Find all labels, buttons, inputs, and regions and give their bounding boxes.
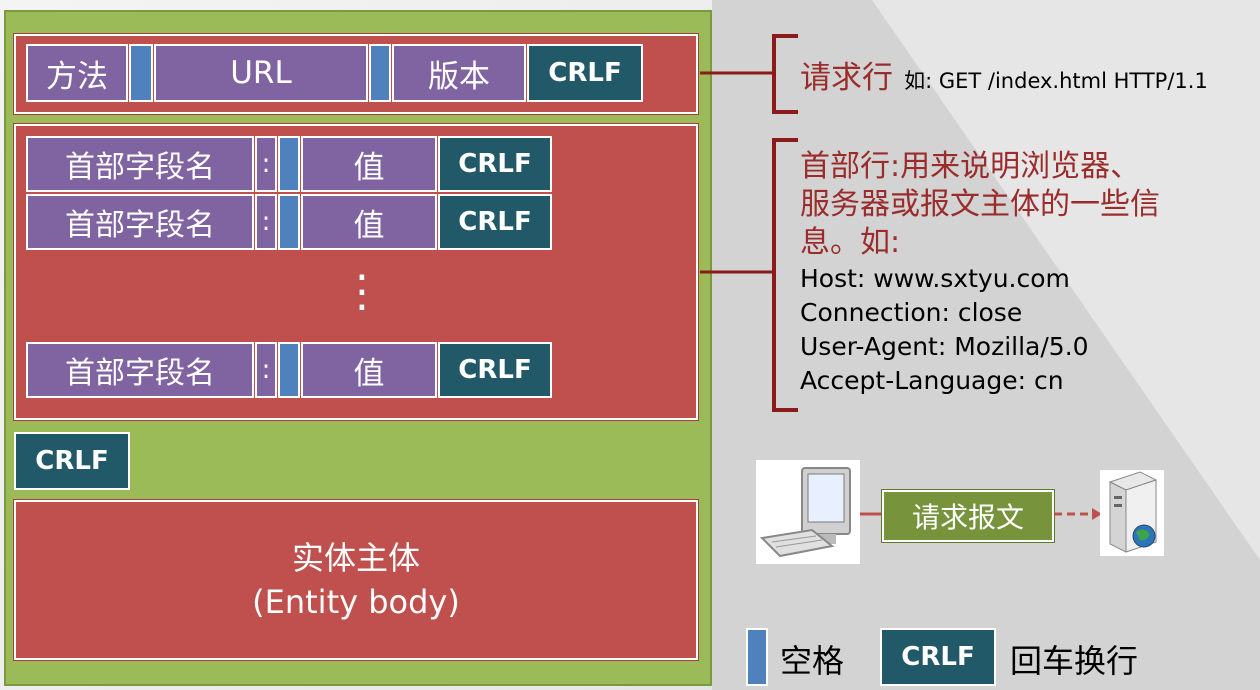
colon-field: : bbox=[255, 342, 277, 398]
entity-body-section: 实体主体 (Entity body) bbox=[14, 500, 698, 660]
header-annotation: 首部行:用来说明浏览器、 服务器或报文主体的一些信 息。如: Host: www… bbox=[800, 148, 1250, 398]
vertical-ellipsis: ⋮ bbox=[340, 266, 384, 317]
entity-body-subtitle: (Entity body) bbox=[252, 583, 460, 621]
annotation-brackets bbox=[700, 34, 798, 412]
header-field-name: 首部字段名 bbox=[26, 194, 254, 250]
request-line-example: 如: GET /index.html HTTP/1.1 bbox=[904, 69, 1208, 93]
crlf-box: CRLF bbox=[438, 342, 552, 398]
header-field-name: 首部字段名 bbox=[26, 342, 254, 398]
legend-crlf-label: 回车换行 bbox=[1010, 642, 1139, 680]
header-description-line: 首部行:用来说明浏览器、 bbox=[800, 149, 1141, 184]
header-value: 值 bbox=[301, 136, 437, 192]
crlf-box: CRLF bbox=[527, 44, 643, 102]
legend-crlf-box: CRLF bbox=[880, 628, 996, 686]
flow-arrow-right bbox=[1054, 508, 1102, 520]
computer-icon bbox=[756, 460, 860, 564]
colon-field: : bbox=[255, 194, 277, 250]
url-field: URL bbox=[154, 44, 368, 102]
space-marker bbox=[278, 136, 300, 192]
space-marker bbox=[129, 44, 153, 102]
header-description-line: 息。如: bbox=[800, 225, 901, 260]
header-example: User-Agent: Mozilla/5.0 bbox=[800, 332, 1089, 361]
request-message-label: 请求报文 bbox=[882, 490, 1054, 542]
header-example: Connection: close bbox=[800, 298, 1023, 327]
crlf-box: CRLF bbox=[438, 194, 552, 250]
header-value: 值 bbox=[301, 194, 437, 250]
space-marker bbox=[278, 194, 300, 250]
server-icon bbox=[1100, 470, 1164, 556]
header-description-line: 服务器或报文主体的一些信 bbox=[800, 187, 1160, 222]
header-example: Accept-Language: cn bbox=[800, 366, 1064, 395]
request-line-label: 请求行 bbox=[800, 60, 893, 96]
method-field: 方法 bbox=[26, 44, 128, 102]
header-value: 值 bbox=[301, 342, 437, 398]
crlf-box: CRLF bbox=[438, 136, 552, 192]
version-field: 版本 bbox=[392, 44, 526, 102]
legend-space-swatch bbox=[746, 628, 768, 686]
header-example: Host: www.sxtyu.com bbox=[800, 264, 1070, 293]
space-marker bbox=[278, 342, 300, 398]
space-marker bbox=[369, 44, 391, 102]
blank-line-crlf-box: CRLF bbox=[14, 432, 130, 490]
colon-field: : bbox=[255, 136, 277, 192]
flow-line-left bbox=[860, 512, 884, 516]
legend-space-label: 空格 bbox=[780, 642, 845, 680]
request-line-annotation: 请求行 如: GET /index.html HTTP/1.1 bbox=[800, 52, 1260, 96]
header-field-name: 首部字段名 bbox=[26, 136, 254, 192]
entity-body-title: 实体主体 bbox=[291, 539, 420, 577]
